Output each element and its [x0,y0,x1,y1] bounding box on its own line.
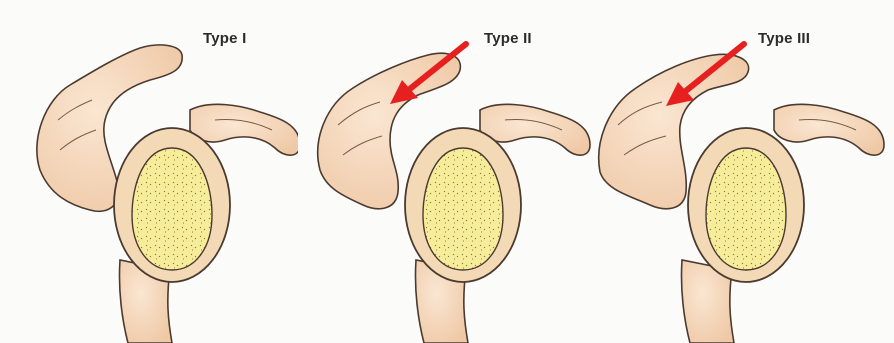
glenoid-fossa [423,148,503,270]
type-label: Type III [758,30,810,47]
coracoid-process [774,104,884,155]
glenoid-fossa [706,148,786,270]
type-label: Type II [484,30,532,47]
panel-type-2: Type II [298,0,596,343]
scapula-illustration-type-1 [0,0,298,343]
scapula-illustration-type-3 [596,0,894,343]
scapula-illustration-type-2 [298,0,596,343]
panel-type-3: Type III [596,0,894,343]
panel-type-1: Type I [0,0,298,343]
glenoid-fossa [132,148,212,270]
type-label: Type I [203,30,246,47]
